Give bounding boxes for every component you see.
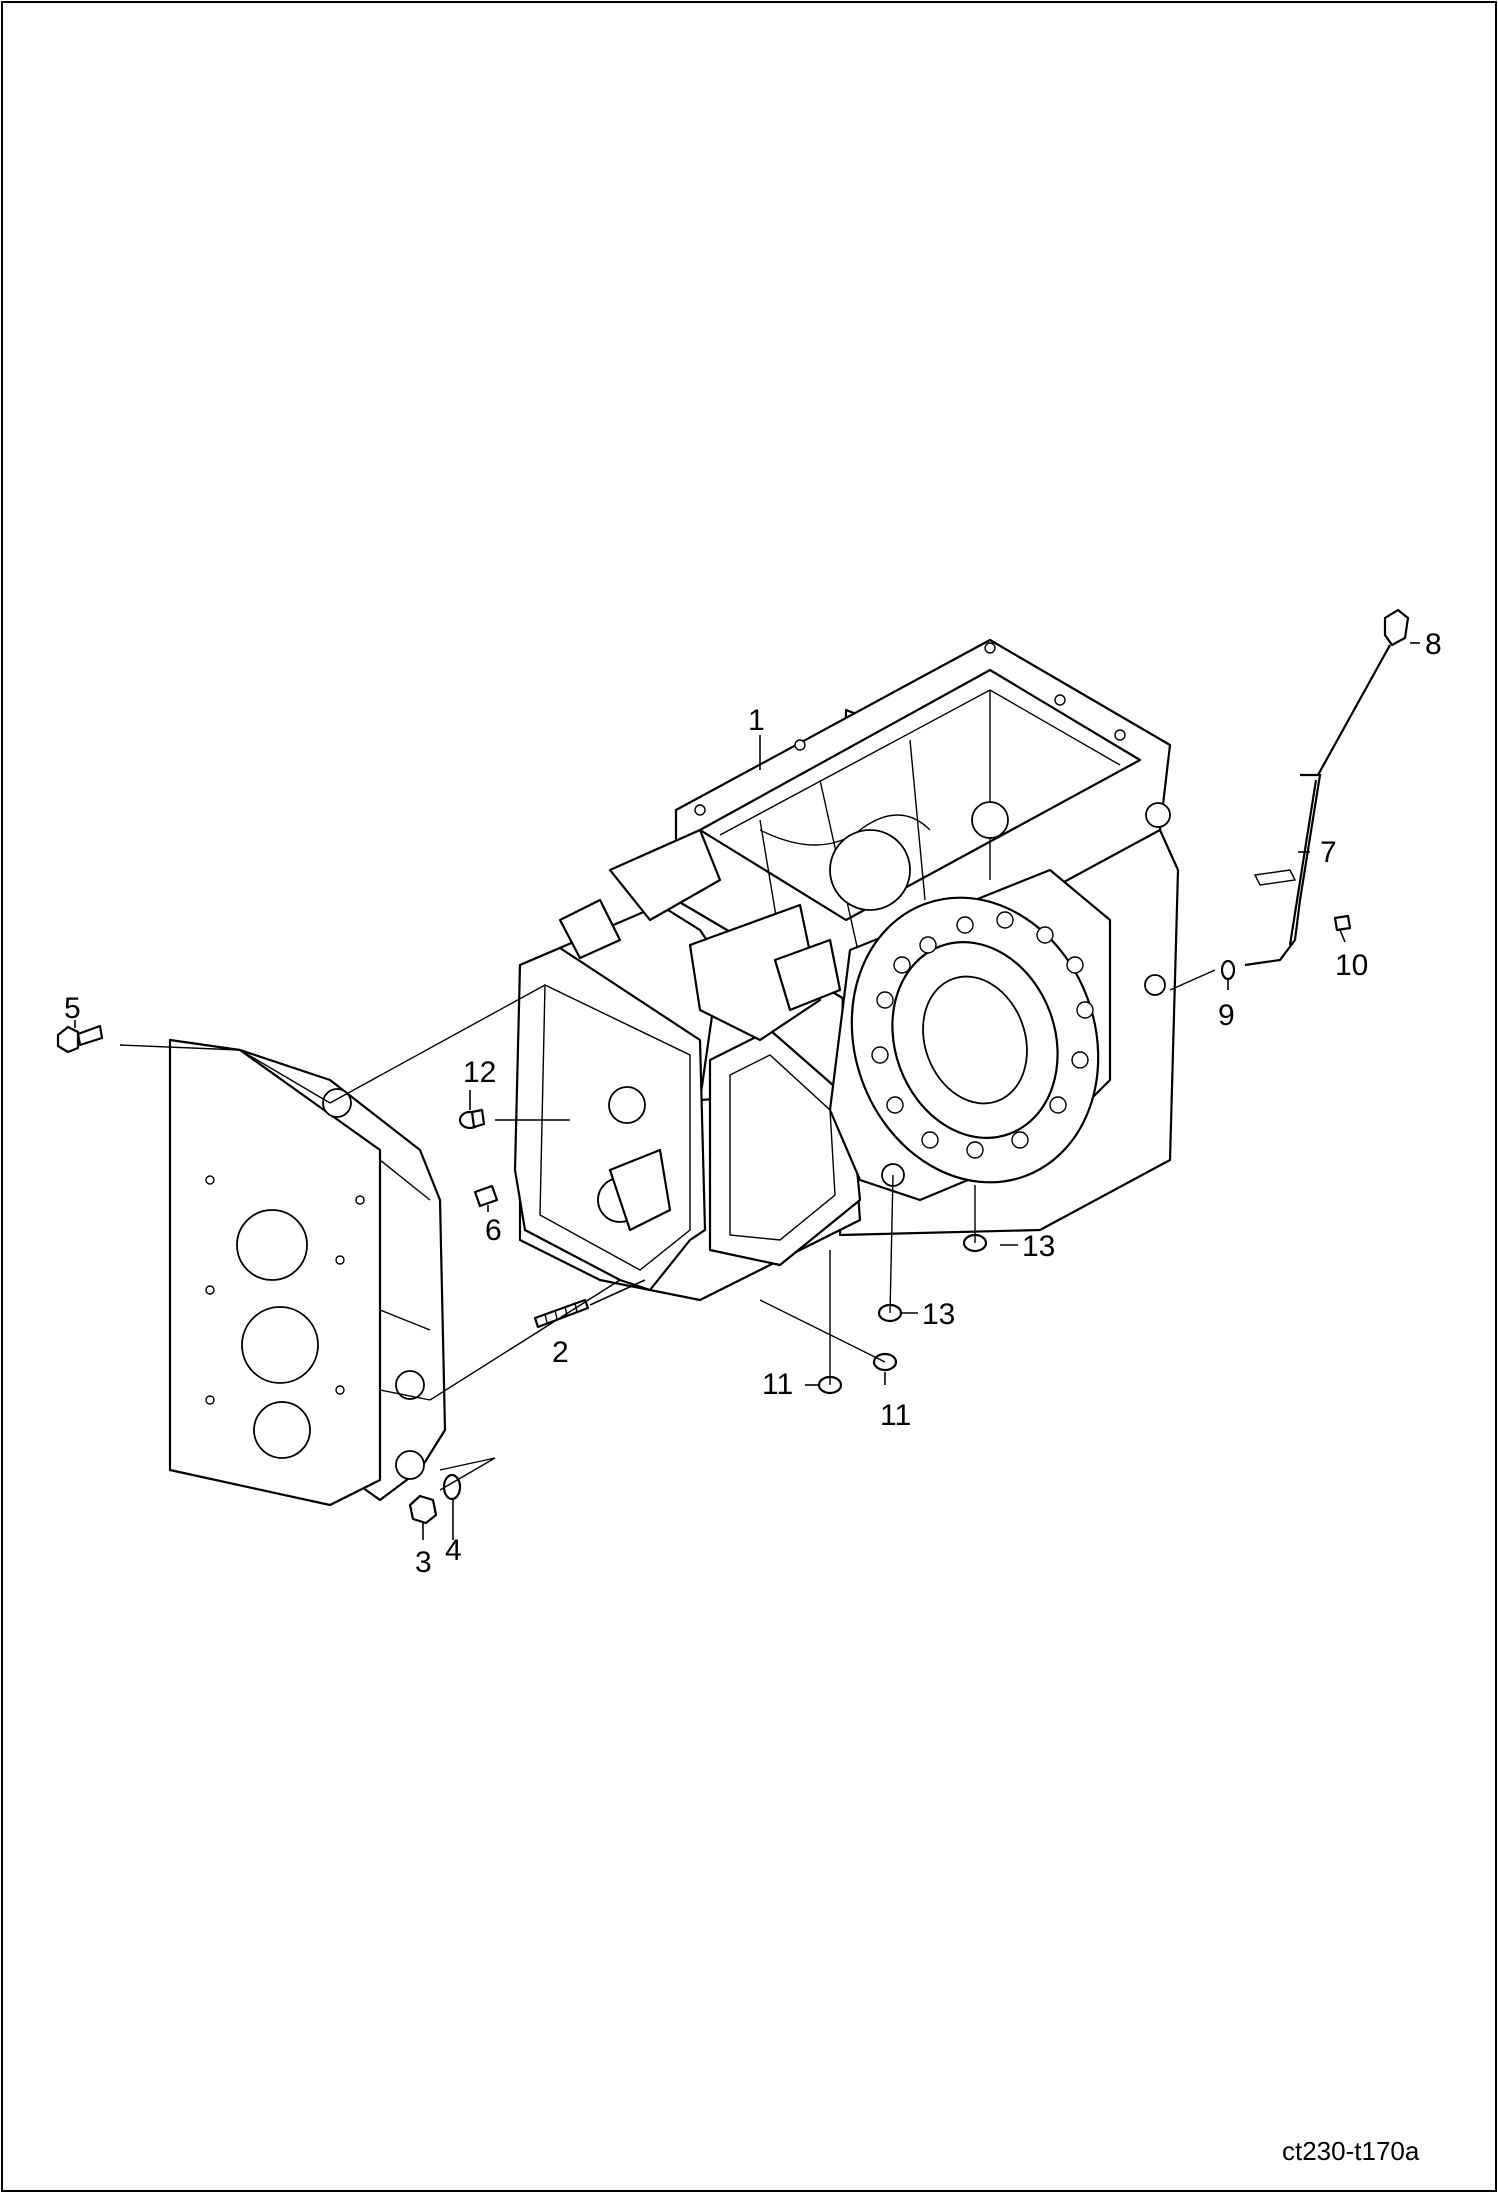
stud-part [533,1298,590,1329]
callout-4: 4 [445,1534,462,1567]
leader-lines [74,642,1420,1540]
callout-1: 1 [748,704,765,737]
callout-3: 3 [415,1546,432,1579]
plug-part-12 [458,1108,486,1130]
dipstick-part [1317,608,1410,776]
callout-13-lower: 13 [922,1298,955,1331]
callout-11-left: 11 [762,1368,793,1401]
callout-12: 12 [463,1056,496,1089]
front-cover-plate [168,1038,447,1507]
callout-13-upper: 13 [1022,1230,1055,1263]
callout-6: 6 [485,1214,502,1247]
callout-2: 2 [552,1336,569,1369]
dowel-pin-part [473,1184,499,1208]
bolt-part [56,1024,104,1054]
callout-10: 10 [1335,949,1368,982]
drawing-reference: ct230-t170a [1282,2136,1420,2166]
o-ring-part [1220,959,1236,981]
callout-8: 8 [1425,628,1442,661]
callout-7: 7 [1320,836,1337,869]
transmission-housing [513,638,1180,1302]
callout-11-right: 11 [880,1399,911,1432]
callout-5: 5 [64,992,81,1025]
callout-9: 9 [1218,999,1235,1032]
small-bolt-part [1333,914,1352,932]
dipstick-tube-part [1244,773,1322,967]
nut-part [408,1494,438,1525]
